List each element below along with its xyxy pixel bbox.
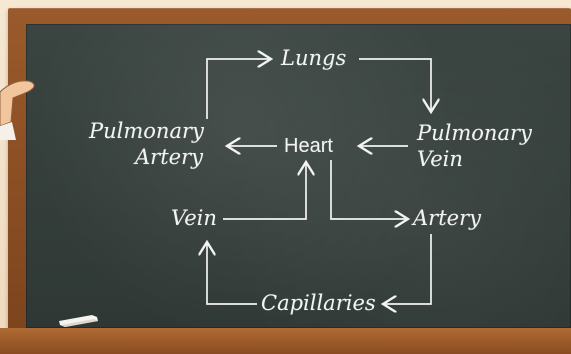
arrow-lungs-to-pulmonary-vein	[359, 59, 431, 112]
arrow-vein-to-heart	[223, 162, 306, 219]
pulmonary-vein-line1: Pulmonary	[417, 120, 532, 146]
artery-label: Artery	[413, 206, 481, 230]
chalkboard: Lungs Pulmonary Artery Heart Pulmonary V…	[26, 24, 571, 328]
node-pulmonary-artery: Pulmonary Artery	[89, 118, 204, 170]
arrow-heart-to-artery	[331, 160, 408, 219]
arrow-capillaries-to-vein	[207, 242, 257, 304]
pulmonary-vein-line2: Vein	[417, 146, 532, 172]
node-heart: Heart	[284, 134, 333, 158]
node-capillaries: Capillaries	[261, 290, 376, 316]
pulmonary-artery-line2: Artery	[89, 144, 204, 170]
hand-icon	[0, 70, 40, 140]
node-pulmonary-vein: Pulmonary Vein	[417, 120, 532, 172]
node-artery: Artery	[413, 205, 481, 231]
node-vein: Vein	[171, 205, 217, 231]
capillaries-label: Capillaries	[261, 291, 376, 315]
pulmonary-artery-line1: Pulmonary	[89, 118, 204, 144]
arrow-artery-to-capillaries	[383, 234, 431, 304]
vein-label: Vein	[171, 206, 217, 230]
lungs-label: Lungs	[281, 46, 346, 70]
heart-label: Heart	[284, 135, 333, 157]
chalk-icon	[55, 313, 102, 330]
chalk-ledge	[0, 328, 571, 354]
arrow-pulmonary-artery-to-lungs	[207, 59, 271, 119]
node-lungs: Lungs	[281, 45, 346, 71]
